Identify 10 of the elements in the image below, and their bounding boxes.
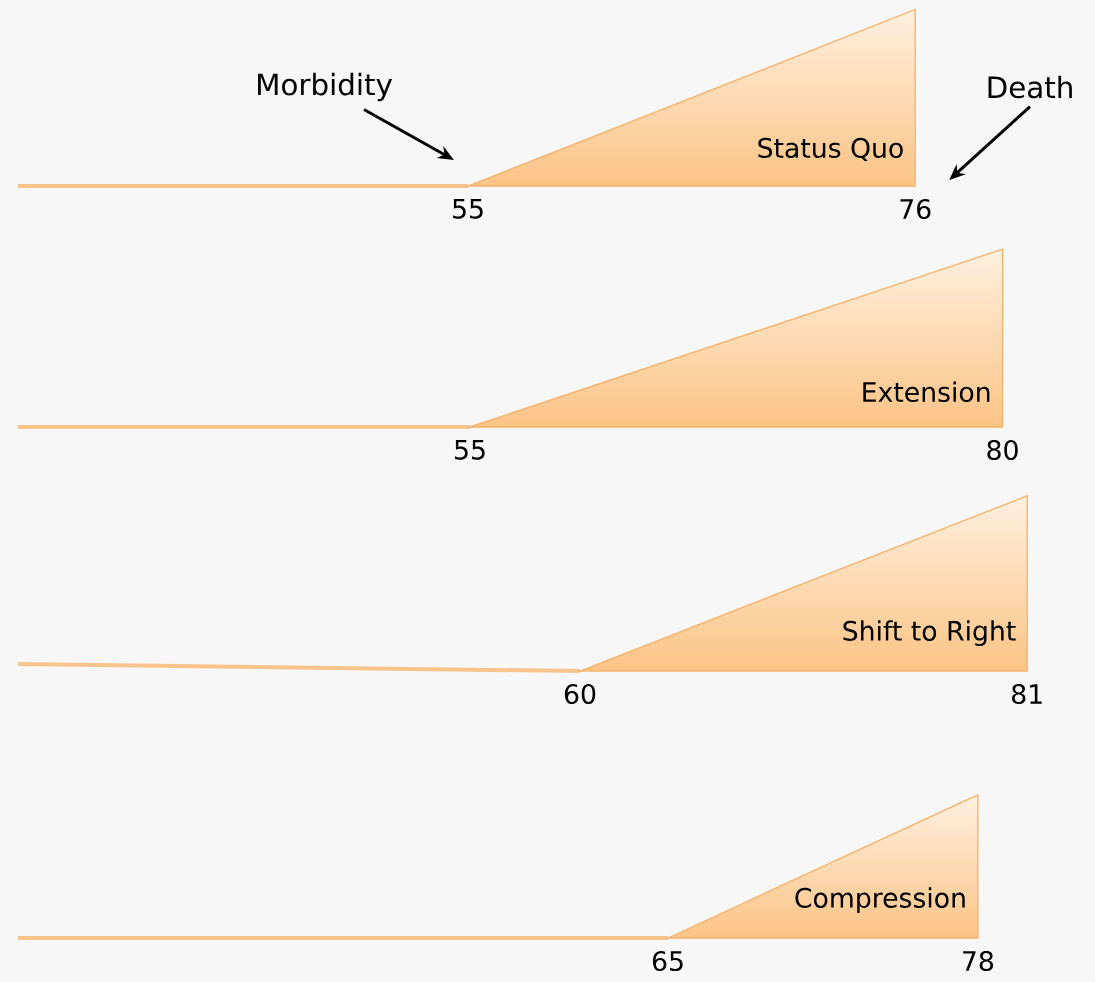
age-label: 65 <box>652 950 683 972</box>
annotation-text: Death <box>988 75 1072 99</box>
age-label: 60 <box>564 683 596 705</box>
age-label: 55 <box>453 198 483 219</box>
age-label: 81 <box>1012 683 1042 705</box>
age-label: 80 <box>987 439 1018 461</box>
age-label: 55 <box>455 439 485 460</box>
age-label: 78 <box>963 950 993 972</box>
age-label: 76 <box>900 198 931 220</box>
annotation-text: Morbidity <box>258 72 393 102</box>
